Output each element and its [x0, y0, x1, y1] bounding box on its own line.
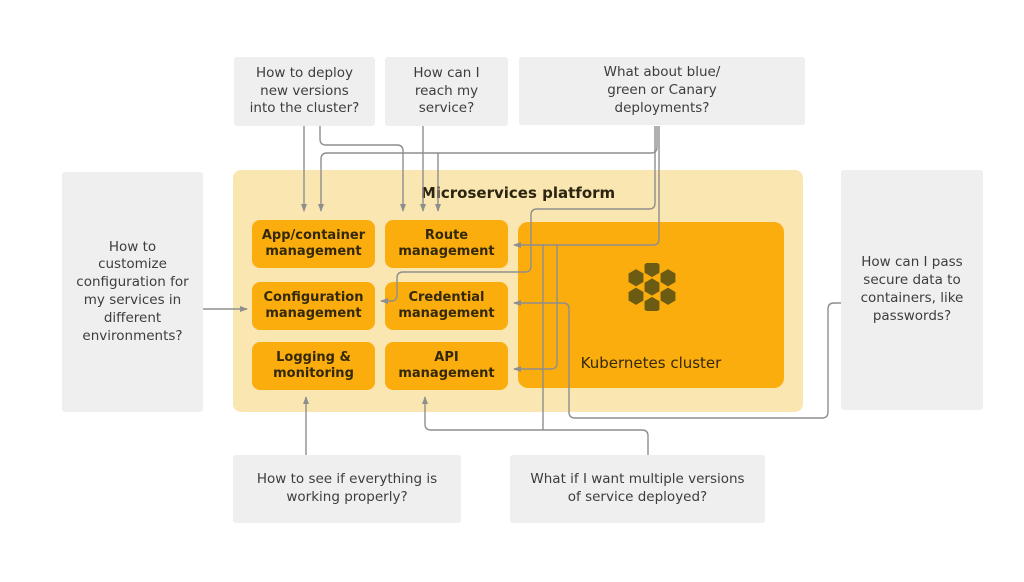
box-logging-monitoring: Logging & monitoring [252, 342, 375, 390]
question-secure-data-box: How can I pass secure data to containers… [841, 170, 983, 410]
box-api-management: API management [385, 342, 508, 390]
box-api-label: API management [398, 349, 495, 381]
box-app-container-label: App/container management [261, 227, 366, 259]
honeycomb-icon [628, 263, 676, 311]
box-route-label: Route management [398, 227, 495, 259]
question-secure-data-text: How can I pass secure data to containers… [860, 254, 964, 324]
box-credential-management: Credential management [385, 282, 508, 330]
box-configuration-management: Configuration management [252, 282, 375, 330]
kubernetes-cluster-label: Kubernetes cluster [580, 354, 722, 372]
question-customize-config-text: How to customize configuration for my se… [76, 238, 189, 344]
question-reach-service-box: How can I reach my service? [385, 57, 508, 126]
question-blue-green-box: What about blue/ green or Canary deploym… [519, 57, 805, 125]
box-credential-label: Credential management [398, 289, 495, 321]
platform-title: Microservices platform [420, 184, 616, 202]
question-blue-green-text: What about blue/ green or Canary deploym… [603, 64, 721, 116]
question-deploy-box: How to deploy new versions into the clus… [234, 57, 375, 126]
question-customize-config-box: How to customize configuration for my se… [62, 172, 203, 412]
box-route-management: Route management [385, 220, 508, 268]
question-monitoring-box: How to see if everything is working prop… [233, 455, 461, 523]
question-reach-service-text: How can I reach my service? [413, 64, 480, 117]
box-logging-label: Logging & monitoring [273, 349, 354, 381]
box-app-container-management: App/container management [252, 220, 375, 268]
question-multiple-versions-text: What if I want multiple versions of serv… [530, 471, 745, 505]
kubernetes-cluster-box: Kubernetes cluster [518, 222, 784, 388]
question-multiple-versions-box: What if I want multiple versions of serv… [510, 455, 765, 523]
question-deploy-text: How to deploy new versions into the clus… [249, 64, 360, 117]
question-monitoring-text: How to see if everything is working prop… [256, 471, 438, 505]
box-configuration-label: Configuration management [263, 289, 364, 321]
